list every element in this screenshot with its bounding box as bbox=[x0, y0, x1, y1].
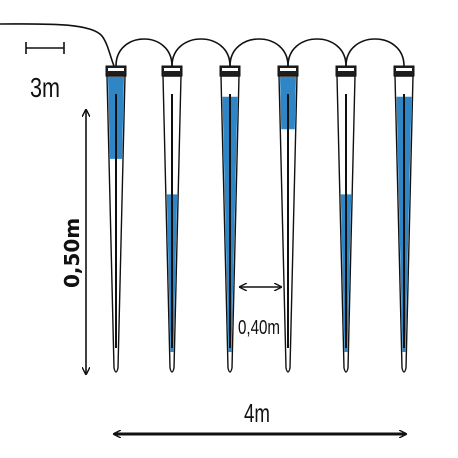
cable-arc bbox=[115, 38, 173, 67]
total-length-label: 4m bbox=[244, 398, 270, 428]
tube-cap-band bbox=[222, 68, 238, 71]
tube-cap-band bbox=[164, 68, 180, 71]
cable-arc bbox=[171, 38, 231, 67]
total-length-dimension: 4m bbox=[114, 398, 406, 434]
tube-2 bbox=[161, 65, 183, 373]
drop-spacing-label: 0,40m bbox=[238, 317, 280, 339]
tube-4 bbox=[277, 65, 299, 373]
cable-arc bbox=[287, 38, 347, 67]
cable-arc bbox=[229, 38, 289, 67]
tube-cap-band bbox=[280, 68, 296, 71]
tube-1 bbox=[105, 65, 127, 373]
tube-3 bbox=[219, 65, 241, 373]
lead-length-dimension: 3m bbox=[25, 42, 65, 103]
drop-height-dimension: 0,50m bbox=[60, 110, 86, 374]
connecting-cables bbox=[115, 38, 405, 67]
tube-6 bbox=[393, 65, 415, 373]
tube-cap-band bbox=[108, 68, 124, 71]
lead-cable bbox=[0, 23, 115, 67]
cable-arc bbox=[345, 38, 405, 67]
drop-height-label: 0,50m bbox=[60, 218, 84, 288]
tube-cap-band bbox=[396, 68, 412, 71]
lead-length-label: 3m bbox=[30, 72, 60, 103]
tube-5 bbox=[335, 65, 357, 373]
tube-row bbox=[105, 65, 415, 373]
tube-cap-band bbox=[338, 68, 354, 71]
drop-spacing-dimension: 0,40m bbox=[238, 287, 281, 339]
